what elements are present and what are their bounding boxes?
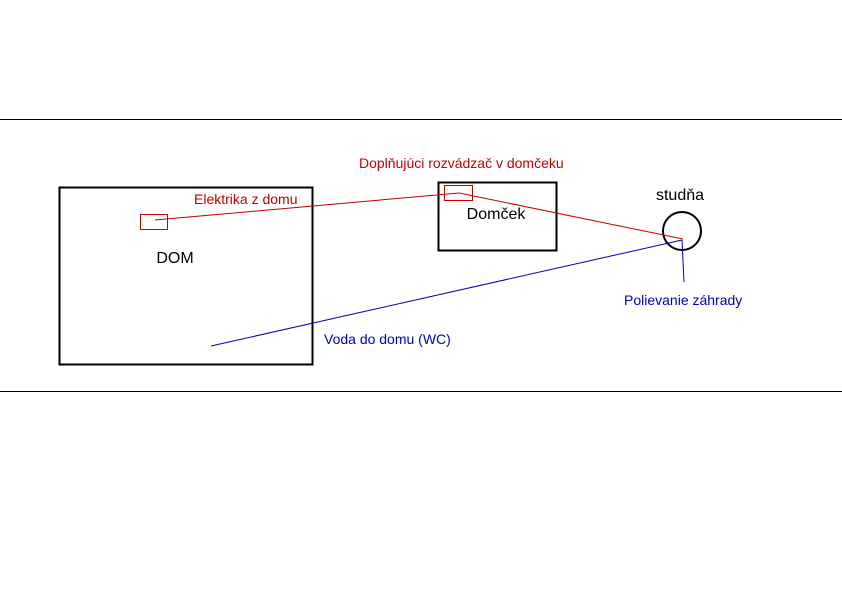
well-label: studňa: [656, 187, 704, 204]
house-outline: [58, 186, 314, 366]
extra-panel-label: Doplňujúci rozvádzač v domčeku: [359, 155, 564, 171]
cottage-outline: [437, 181, 558, 252]
house-panel: [140, 214, 168, 230]
cottage-extra-panel: [444, 185, 473, 201]
water-to-house-label: Voda do domu (WC): [324, 331, 451, 347]
garden-watering-label: Polievanie záhrady: [624, 292, 742, 308]
electric-line-house-to-cottage: [154, 192, 460, 221]
water-line-garden-watering: [681, 239, 685, 283]
house-label: DOM: [156, 250, 193, 267]
electric-line-cottage-to-well: [458, 192, 684, 240]
cottage-label: Domček: [467, 206, 527, 223]
water-line-well-to-house: [210, 239, 683, 347]
electric-from-house-label: Elektrika z domu: [194, 191, 297, 207]
